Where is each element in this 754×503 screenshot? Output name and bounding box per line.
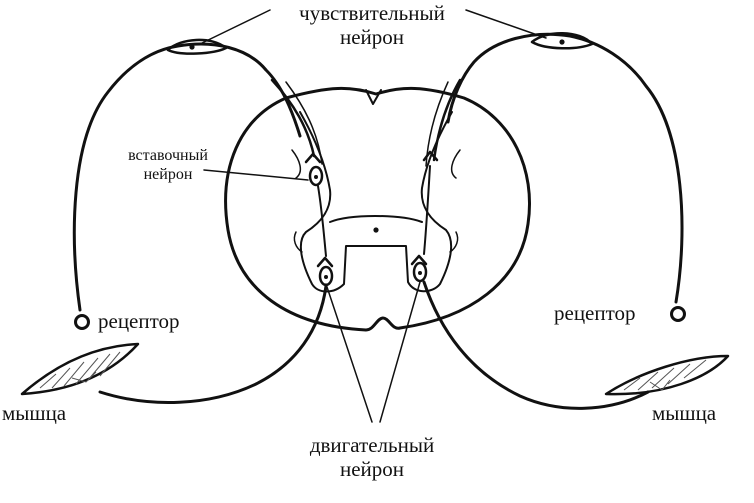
motor-left-synapse xyxy=(316,256,334,268)
interneuron-left-axon xyxy=(317,185,327,257)
gray-matter-outline-left xyxy=(291,149,303,253)
motor-right-synapse xyxy=(410,254,428,266)
label-sensory-neuron-line2: нейрон xyxy=(340,25,404,49)
sensory-fiber-right xyxy=(446,32,684,304)
label-interneuron-line1: вставочный xyxy=(128,147,208,164)
interneuron-right-synapse xyxy=(422,150,439,162)
dorsal-root-right xyxy=(432,78,462,162)
muscle-right-icon xyxy=(604,354,730,396)
gray-matter-butterfly xyxy=(299,111,453,293)
leader-motor-left xyxy=(325,283,373,423)
muscle-left-hatching xyxy=(39,351,121,389)
interneuron-right-axon xyxy=(423,165,431,255)
label-sensory-neuron-line1: чувствительный xyxy=(299,1,445,25)
sensory-cell-body-right xyxy=(559,39,565,45)
sensory-ganglion-right xyxy=(530,32,594,50)
central-canal xyxy=(373,227,379,233)
leader-sensory-right xyxy=(465,9,547,39)
gray-matter-outline-right xyxy=(449,149,461,253)
motor-neuron-right-nucleus xyxy=(418,271,422,275)
sensory-ganglion-left xyxy=(166,38,228,55)
leader-interneuron xyxy=(203,169,309,181)
interneuron-left-nucleus xyxy=(314,175,318,179)
label-interneuron-line2: нейрон xyxy=(144,166,193,183)
leader-sensory-left xyxy=(199,9,271,45)
receptor-left-icon xyxy=(74,314,90,330)
dorsal-median-notch xyxy=(365,89,382,105)
gray-commissure xyxy=(329,215,423,223)
label-motor-neuron-line2: нейрон xyxy=(340,457,404,481)
motor-neuron-left-nucleus xyxy=(324,275,328,279)
label-receptor-left: рецептор xyxy=(98,309,180,333)
label-receptor-right: рецептор xyxy=(554,301,636,325)
label-motor-neuron-line1: двигательный xyxy=(310,433,434,457)
muscle-right-hatching xyxy=(623,359,707,391)
leader-motor-right xyxy=(379,281,421,423)
spinal-cord-outline xyxy=(224,86,531,332)
motor-axon-left xyxy=(98,284,328,404)
interneuron-left-synapse xyxy=(304,152,322,164)
sensory-fiber-left xyxy=(72,42,302,312)
receptor-right-icon xyxy=(670,306,686,322)
dorsal-root-left-2 xyxy=(285,81,323,165)
label-muscle-left: мышца xyxy=(2,401,67,425)
label-muscle-right: мышца xyxy=(652,401,717,425)
motor-axon-right xyxy=(422,280,650,410)
muscle-left-icon xyxy=(20,342,140,396)
sensory-cell-body-left xyxy=(189,44,195,50)
